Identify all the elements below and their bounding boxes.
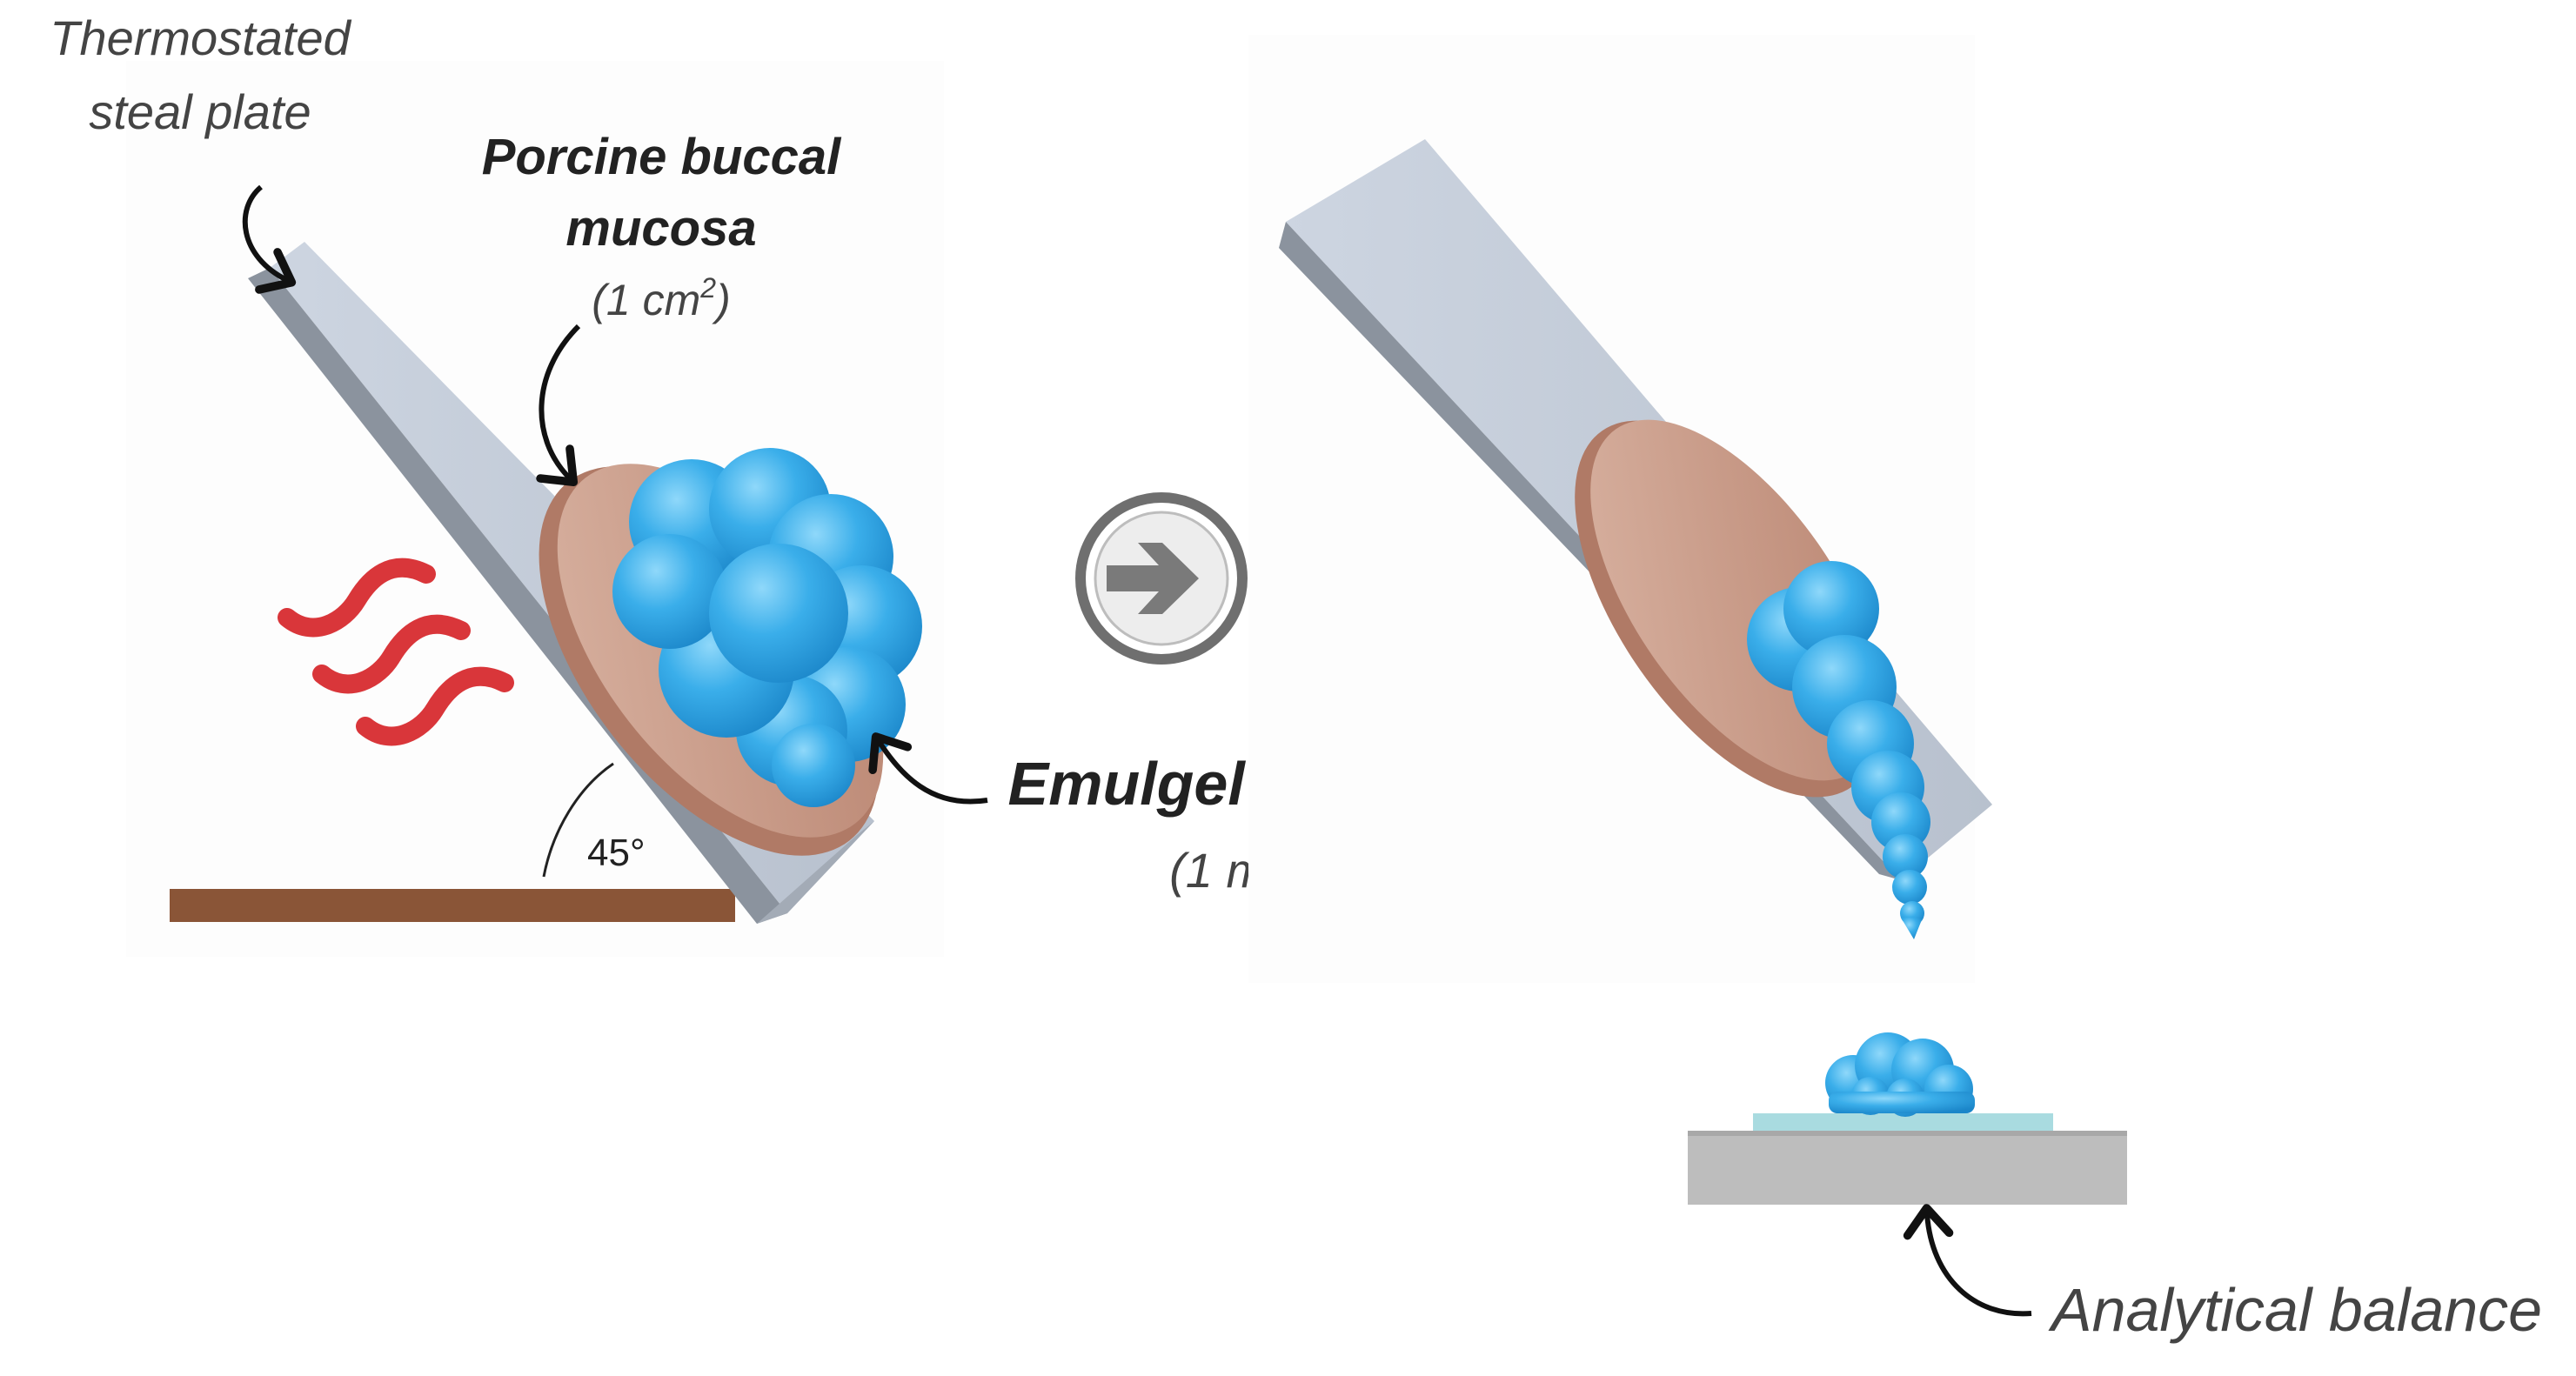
sample-callout-arrow [868,732,988,805]
arrow-right-circle-icon [1075,492,1248,665]
emulgel-flowing [1747,561,1930,939]
mucosa-area-label: (1 cm2) [592,272,730,324]
left-panel: 45° Thermostated steal plate Porcine buc… [50,10,1471,957]
weighing-dish [1753,1113,2053,1131]
analytical-balance [1688,1113,2127,1205]
mucosa-label-line2: mucosa [565,200,756,257]
floor-bar [170,889,735,922]
right-panel: Analytical balance [1248,35,2542,1344]
balance-callout-arrow [1903,1204,2032,1317]
plate-label-line1: Thermostated [50,10,351,65]
mucosa-label: Porcine buccal mucosa (1 cm2) [482,129,842,324]
plate-label: Thermostated steal plate [50,10,351,139]
balance-label: Analytical balance [2048,1276,2542,1344]
plate-label-line2: steal plate [89,84,311,139]
collected-gel [1825,1032,1975,1117]
plate-callout-arrow [242,184,297,294]
emulgel-blob [612,448,922,807]
mucosa-label-line1: Porcine buccal [482,129,842,185]
mucosa-callout-arrow [536,324,581,487]
angle-arc [542,762,614,878]
angle-label: 45° [587,832,646,874]
heat-waves-icon [278,558,514,746]
